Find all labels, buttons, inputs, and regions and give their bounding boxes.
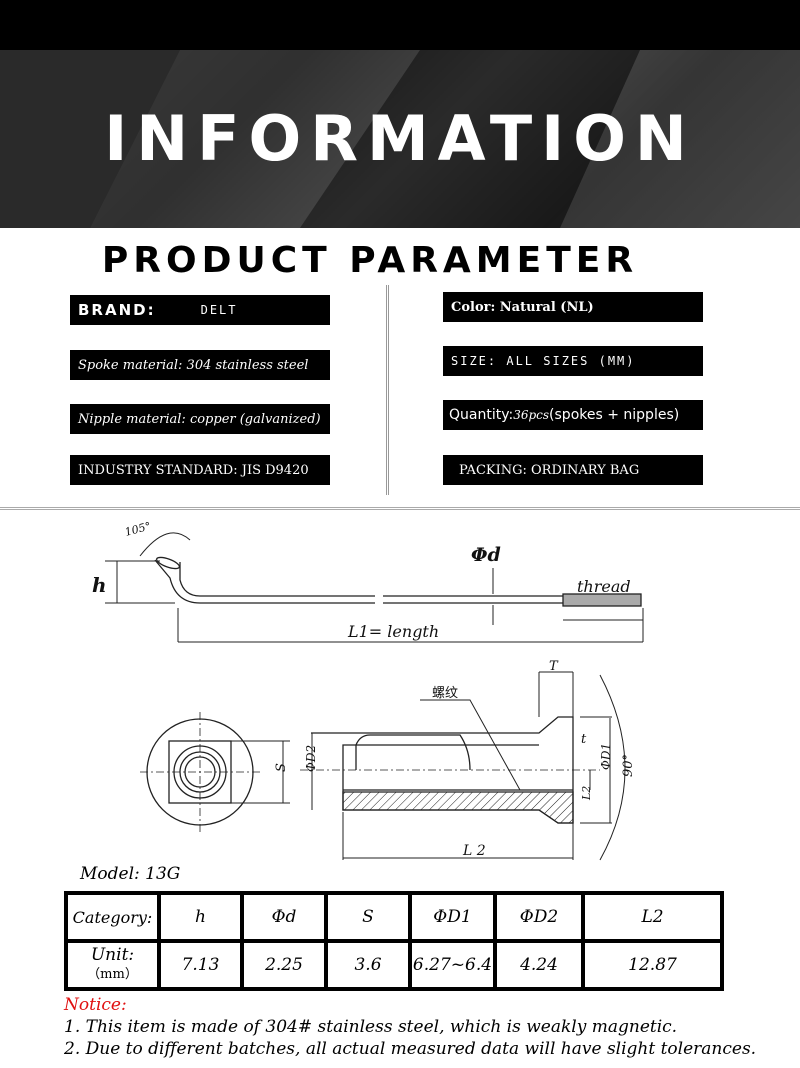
header-top-band [0, 0, 800, 50]
param-brand: BRAND: DELT [70, 295, 330, 325]
t-lower-label: t [581, 732, 587, 747]
param-packing: PACKING: ORDINARY BAG [443, 455, 703, 485]
phi-d-label: Φd [471, 544, 501, 566]
l1-length-label: L1= length [347, 622, 439, 641]
angle-90-label: 90° [621, 754, 636, 777]
param-quantity: Quantity:36pcs (spokes + nipples) [443, 400, 703, 430]
value-phi-d: 2.25 [240, 939, 328, 991]
header-h: h [157, 891, 244, 943]
value-s: 3.6 [324, 939, 412, 991]
param-size: SIZE: ALL SIZES (MM) [443, 346, 703, 376]
value-h: 7.13 [157, 939, 244, 991]
nipple-front-view [140, 712, 290, 832]
page-title: INFORMATION [104, 102, 696, 175]
value-phi-d2: 4.24 [493, 939, 585, 991]
thread-label: thread [577, 577, 631, 596]
thread-cn-label: 螺纹 [432, 686, 458, 701]
polygon-background [0, 50, 800, 228]
l2-label: L 2 [462, 843, 486, 859]
brand-value: DELT [200, 303, 238, 317]
param-industry-standard: INDUSTRY STANDARD: JIS D9420 [70, 455, 330, 485]
header-phi-d: Φd [240, 891, 328, 943]
brand-label: BRAND: [78, 301, 156, 319]
spec-table: Category: h Φd S ΦD1 ΦD2 L2 Unit: （mm） 7.… [64, 891, 724, 991]
horizontal-divider [0, 507, 800, 510]
header-banner: INFORMATION [0, 0, 800, 228]
section-title: PRODUCT PARAMETER [101, 240, 639, 281]
technical-drawing: 105° h Φd thread L1= length T 螺纹 t S ΦD2… [92, 519, 644, 861]
unit-label: Unit: [90, 945, 135, 965]
notice-item: 2. Due to different batches, all actual … [64, 1039, 757, 1059]
param-color: Color: Natural (NL) [443, 292, 703, 322]
value-l2: 12.87 [581, 939, 724, 991]
value-phi-d1: 6.27~6.4 [408, 939, 497, 991]
header-s: S [324, 891, 412, 943]
unit-value: （mm） [87, 967, 138, 982]
unit-cell: Unit: （mm） [64, 939, 161, 991]
vertical-divider [386, 285, 389, 495]
header-phi-d2: ΦD2 [493, 891, 585, 943]
angle-105-label: 105° [123, 519, 152, 538]
quantity-value: 36pcs [513, 408, 550, 422]
spoke-drawing [105, 532, 644, 643]
l2-small-label: L2 [580, 786, 593, 801]
phi-d1-label: ΦD1 [599, 743, 613, 770]
notice-item: 1. This item is made of 304# stainless s… [64, 1017, 678, 1037]
header-l2: L2 [581, 891, 724, 943]
notice-section: Notice: 1. This item is made of 304# sta… [64, 994, 756, 1060]
quantity-note: (spokes + nipples) [549, 407, 680, 423]
h-label: h [92, 573, 107, 597]
header-phi-d1: ΦD1 [408, 891, 497, 943]
nipple-side-view [300, 671, 626, 861]
notice-title: Notice: [64, 995, 127, 1015]
header-category: Category: [64, 891, 161, 943]
quantity-label: Quantity: [449, 407, 514, 423]
param-nipple-material: Nipple material: copper (galvanized) [70, 404, 330, 434]
table-row: Unit: （mm） 7.13 2.25 3.6 6.27~6.4 4.24 12… [64, 939, 724, 991]
model-label: Model: 13G [80, 864, 181, 884]
s-label: S [274, 763, 289, 772]
table-header-row: Category: h Φd S ΦD1 ΦD2 L2 [64, 891, 724, 943]
param-spoke-material: Spoke material: 304 stainless steel [70, 350, 330, 380]
phi-d2-label: ΦD2 [304, 745, 318, 772]
t-upper-label: T [549, 659, 559, 674]
